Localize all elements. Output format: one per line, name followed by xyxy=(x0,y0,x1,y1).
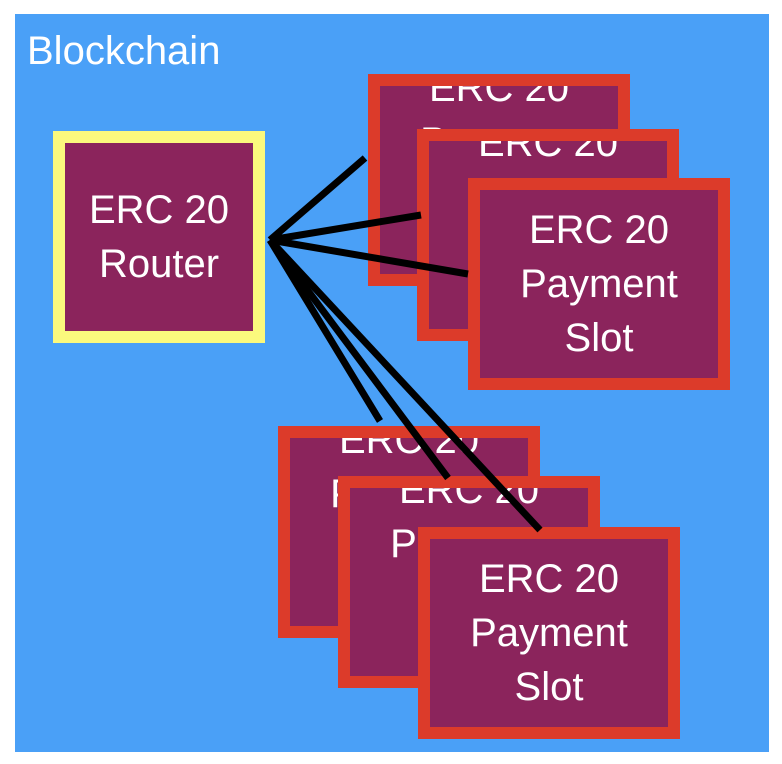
connection-edge xyxy=(267,237,543,533)
slot-label-line2: Payment xyxy=(520,262,678,306)
slot-label-line3: Slot xyxy=(564,316,634,360)
slot-label-line3: Slot xyxy=(514,665,584,709)
payment-slot-upper-front: ERC 20 Payment Slot xyxy=(468,178,730,390)
slot-label-line1: ERC 20 xyxy=(528,208,670,252)
slot-label-line1: ERC 20 xyxy=(477,129,619,165)
router-label-line2: Router xyxy=(98,242,220,286)
slot-label-line1: ERC 20 xyxy=(478,557,620,601)
blockchain-label: Blockchain xyxy=(27,29,221,73)
connection-edge xyxy=(269,236,469,278)
router-label-line1: ERC 20 xyxy=(88,188,230,232)
slot-label-line1: ERC 20 xyxy=(428,74,570,110)
erc20-router-node: ERC 20 Router xyxy=(53,131,265,343)
connection-edge xyxy=(267,155,368,243)
slot-label-line2: Payment xyxy=(470,611,628,655)
connection-edge xyxy=(269,211,422,244)
payment-slot-lower-front: ERC 20 Payment Slot xyxy=(418,527,680,739)
connection-edge xyxy=(267,237,451,481)
